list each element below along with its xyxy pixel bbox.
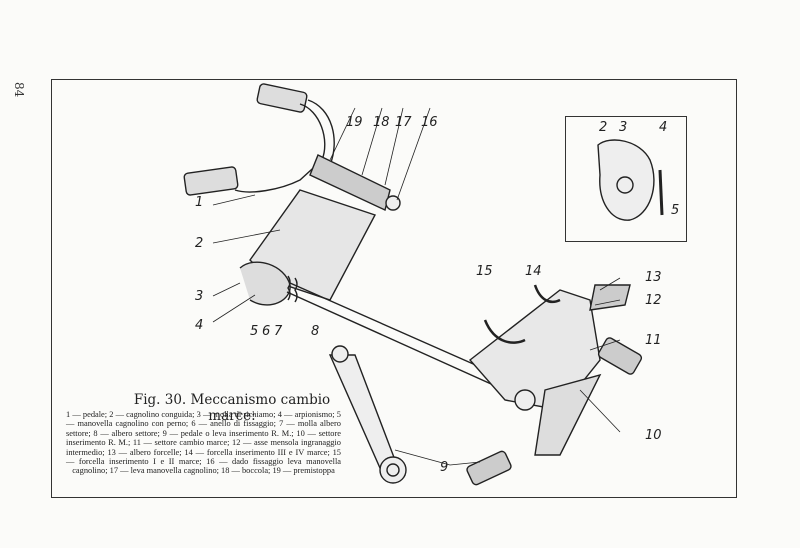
inset-callout-3: 3 <box>619 120 628 135</box>
spring-7 <box>287 275 298 303</box>
callout-15: 15 <box>476 264 493 279</box>
reverse-lever-9 <box>328 345 407 484</box>
callout-18: 18 <box>373 115 390 130</box>
callout-8: 8 <box>311 324 320 339</box>
inset-callout-5: 5 <box>671 203 680 218</box>
callout-17: 17 <box>395 115 412 130</box>
figure-frame <box>51 79 737 498</box>
callout-19: 19 <box>346 115 363 130</box>
callout-6: 6 <box>262 324 271 339</box>
detail-inset-frame <box>565 116 687 242</box>
callout-2: 2 <box>195 236 204 251</box>
callout-12: 12 <box>645 293 662 308</box>
callout-16: 16 <box>421 115 438 130</box>
inset-callout-2: 2 <box>599 120 608 135</box>
sector-assembly <box>466 284 643 486</box>
figure-title: Fig. 30. Meccanismo cambio marce: <box>133 392 331 424</box>
callout-leaders <box>212 107 621 466</box>
callout-3: 3 <box>195 289 204 304</box>
callout-11: 11 <box>645 333 662 348</box>
inset-detail-drawing <box>597 139 664 221</box>
callout-13: 13 <box>645 270 662 285</box>
shift-pedal-1 <box>183 83 335 196</box>
callout-4: 4 <box>195 318 204 333</box>
callout-14: 14 <box>525 264 542 279</box>
figure-legend: 1 — pedale; 2 — cagnolino conguida; 3 — … <box>66 410 341 476</box>
callout-9: 9 <box>440 460 449 475</box>
callout-7: 7 <box>274 324 283 339</box>
callout-1: 1 <box>195 195 204 210</box>
callout-5: 5 <box>250 324 259 339</box>
sector-shaft-8 <box>286 282 506 389</box>
inset-callout-4: 4 <box>659 120 668 135</box>
bushing-18 <box>309 154 401 211</box>
callout-10: 10 <box>645 428 662 443</box>
